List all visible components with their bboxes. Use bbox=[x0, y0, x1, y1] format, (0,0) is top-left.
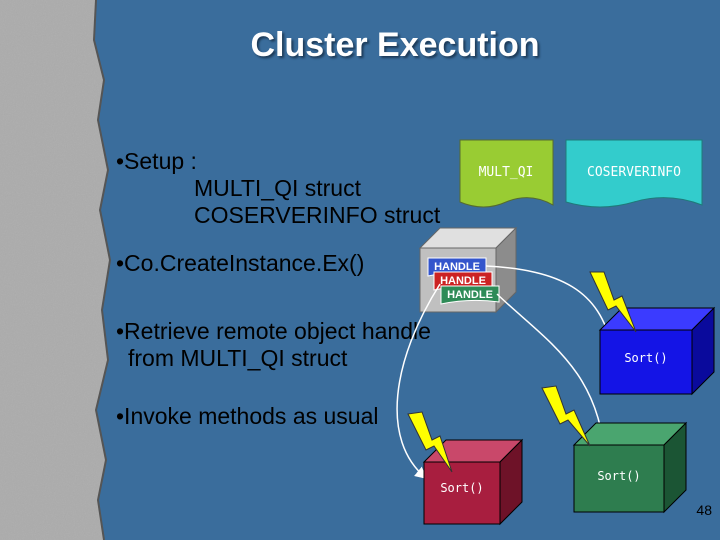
bullet-cocreate-line-1: •Co.CreateInstance.Ex() bbox=[116, 250, 365, 276]
server-cube-blue-method: Sort() bbox=[624, 351, 667, 365]
bullet-invoke: •Invoke methods as usual bbox=[116, 403, 378, 430]
handle-tag-green-label: HANDLE bbox=[447, 289, 493, 301]
slide-title: Cluster Execution bbox=[250, 26, 540, 64]
server-cube-green: Sort() bbox=[572, 421, 688, 514]
bullet-retrieve-line-1: •Retrieve remote object handle bbox=[116, 318, 431, 344]
coserverinfo-flag-label: COSERVERINFO bbox=[587, 165, 681, 180]
page-number: 48 bbox=[696, 502, 712, 518]
bullet-setup-line-2: MULTI_QI struct bbox=[194, 175, 361, 201]
arrow-to-red-cube bbox=[396, 283, 441, 479]
multi-qi-flag: MULT_QI bbox=[459, 139, 554, 208]
server-cube-blue: Sort() bbox=[598, 306, 716, 396]
coserverinfo-flag: COSERVERINFO bbox=[565, 139, 703, 208]
lightning-icon bbox=[589, 271, 637, 333]
bullet-retrieve-line-2: from MULTI_QI struct bbox=[128, 345, 348, 371]
handle-tag-blue-label: HANDLE bbox=[434, 261, 480, 273]
lightning-icon bbox=[407, 411, 453, 473]
bullet-retrieve: •Retrieve remote object handle from MULT… bbox=[116, 318, 431, 372]
server-cube-green-method: Sort() bbox=[597, 469, 640, 483]
lightning-icon bbox=[541, 385, 591, 447]
handle-tag-red-label: HANDLE bbox=[440, 275, 486, 287]
bullet-cocreate: •Co.CreateInstance.Ex() bbox=[116, 250, 364, 277]
multi-qi-flag-label: MULT_QI bbox=[479, 165, 534, 180]
server-cube-red: Sort() bbox=[422, 438, 524, 526]
bullet-setup: •Setup : MULTI_QI struct COSERVERINFO st… bbox=[116, 148, 440, 229]
bullet-setup-line-1: •Setup : bbox=[116, 148, 197, 174]
server-cube-red-method: Sort() bbox=[440, 481, 483, 495]
handle-tag-green: HANDLE bbox=[440, 285, 500, 305]
bullet-setup-line-3: COSERVERINFO struct bbox=[194, 202, 441, 228]
bullet-invoke-line-1: •Invoke methods as usual bbox=[116, 403, 379, 429]
